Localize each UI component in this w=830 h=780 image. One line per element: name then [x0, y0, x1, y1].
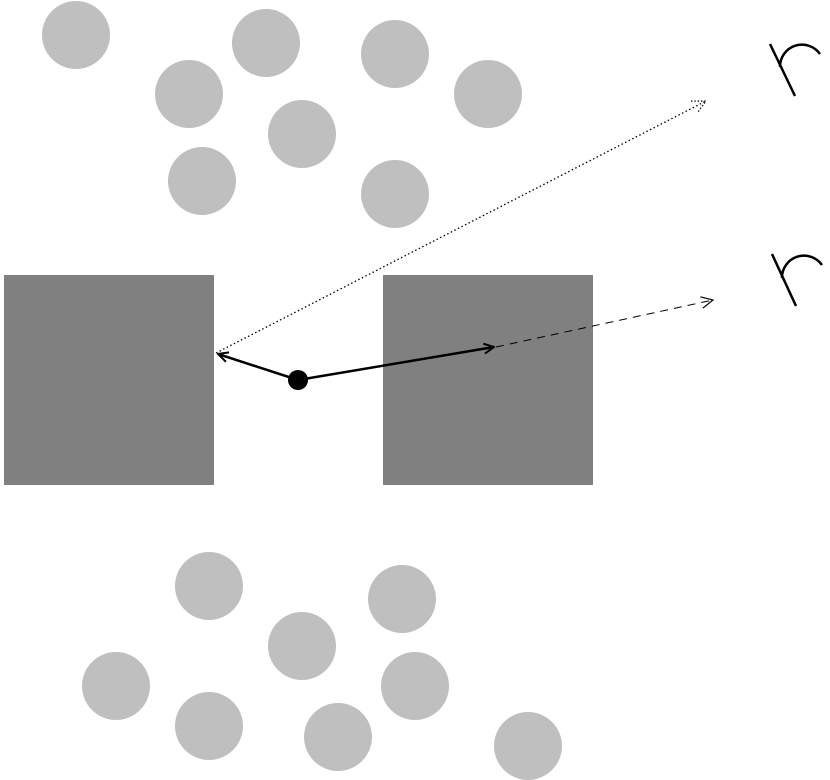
- particle: [232, 9, 300, 77]
- eye-icon: [768, 43, 822, 97]
- particle-cluster-lower: [82, 552, 562, 780]
- particle: [168, 147, 236, 215]
- left-block: [4, 275, 214, 485]
- transmitted-ray: [297, 347, 494, 382]
- eye-icon: [770, 253, 824, 307]
- particle: [175, 552, 243, 620]
- particle: [268, 100, 336, 168]
- right-block: [383, 275, 593, 485]
- particle: [494, 712, 562, 780]
- particle: [454, 60, 522, 128]
- particle-cluster-upper: [42, 1, 522, 228]
- particle: [175, 692, 243, 760]
- particle: [381, 652, 449, 720]
- particle: [368, 565, 436, 633]
- particle: [268, 612, 336, 680]
- reflected-ray: [218, 354, 299, 382]
- particle: [155, 60, 223, 128]
- particle: [42, 1, 110, 69]
- particle: [361, 160, 429, 228]
- particle: [82, 652, 150, 720]
- particle: [361, 20, 429, 88]
- dashed-ray-path: [495, 300, 713, 348]
- particle: [304, 703, 372, 771]
- emission-point: [288, 370, 308, 390]
